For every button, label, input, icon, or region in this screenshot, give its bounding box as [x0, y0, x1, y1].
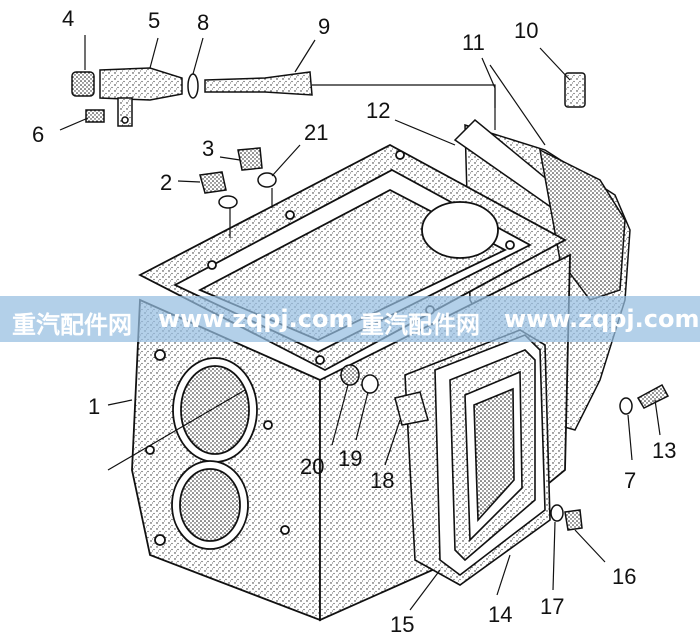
callout-20: 20 [300, 454, 325, 479]
callout-12: 12 [366, 98, 391, 123]
watermark-brand-1: 重汽配件网 [12, 311, 132, 339]
callout-18: 18 [370, 468, 395, 493]
callout-8: 8 [197, 10, 210, 35]
callout-5: 5 [148, 8, 161, 33]
callout-6: 6 [32, 122, 45, 147]
callout-11: 11 [462, 30, 485, 55]
callout-2: 2 [160, 170, 173, 195]
callout-9: 9 [318, 14, 331, 39]
small-parts [71, 67, 670, 531]
side-cover-assembly [404, 329, 551, 586]
callout-16: 16 [612, 564, 637, 589]
callout-13: 13 [652, 438, 677, 463]
watermark-brand-2: 重汽配件网 [360, 311, 480, 339]
callout-3: 3 [202, 136, 215, 161]
callout-1: 1 [88, 394, 101, 419]
callout-15: 15 [390, 612, 415, 637]
callout-14: 14 [488, 602, 513, 627]
watermark-url-2: www.zqpj.com [504, 305, 700, 333]
callout-4: 4 [62, 6, 75, 31]
watermark-banner: 重汽配件网 www.zqpj.com 重汽配件网 www.zqpj.com [0, 296, 700, 342]
watermark-url-1: www.zqpj.com [158, 305, 354, 333]
callout-17: 17 [540, 594, 565, 619]
leader-lines [59, 35, 661, 611]
callout-19: 19 [338, 446, 363, 471]
callout-7: 7 [624, 468, 637, 493]
callout-21: 21 [304, 120, 329, 145]
callout-10: 10 [514, 18, 539, 43]
